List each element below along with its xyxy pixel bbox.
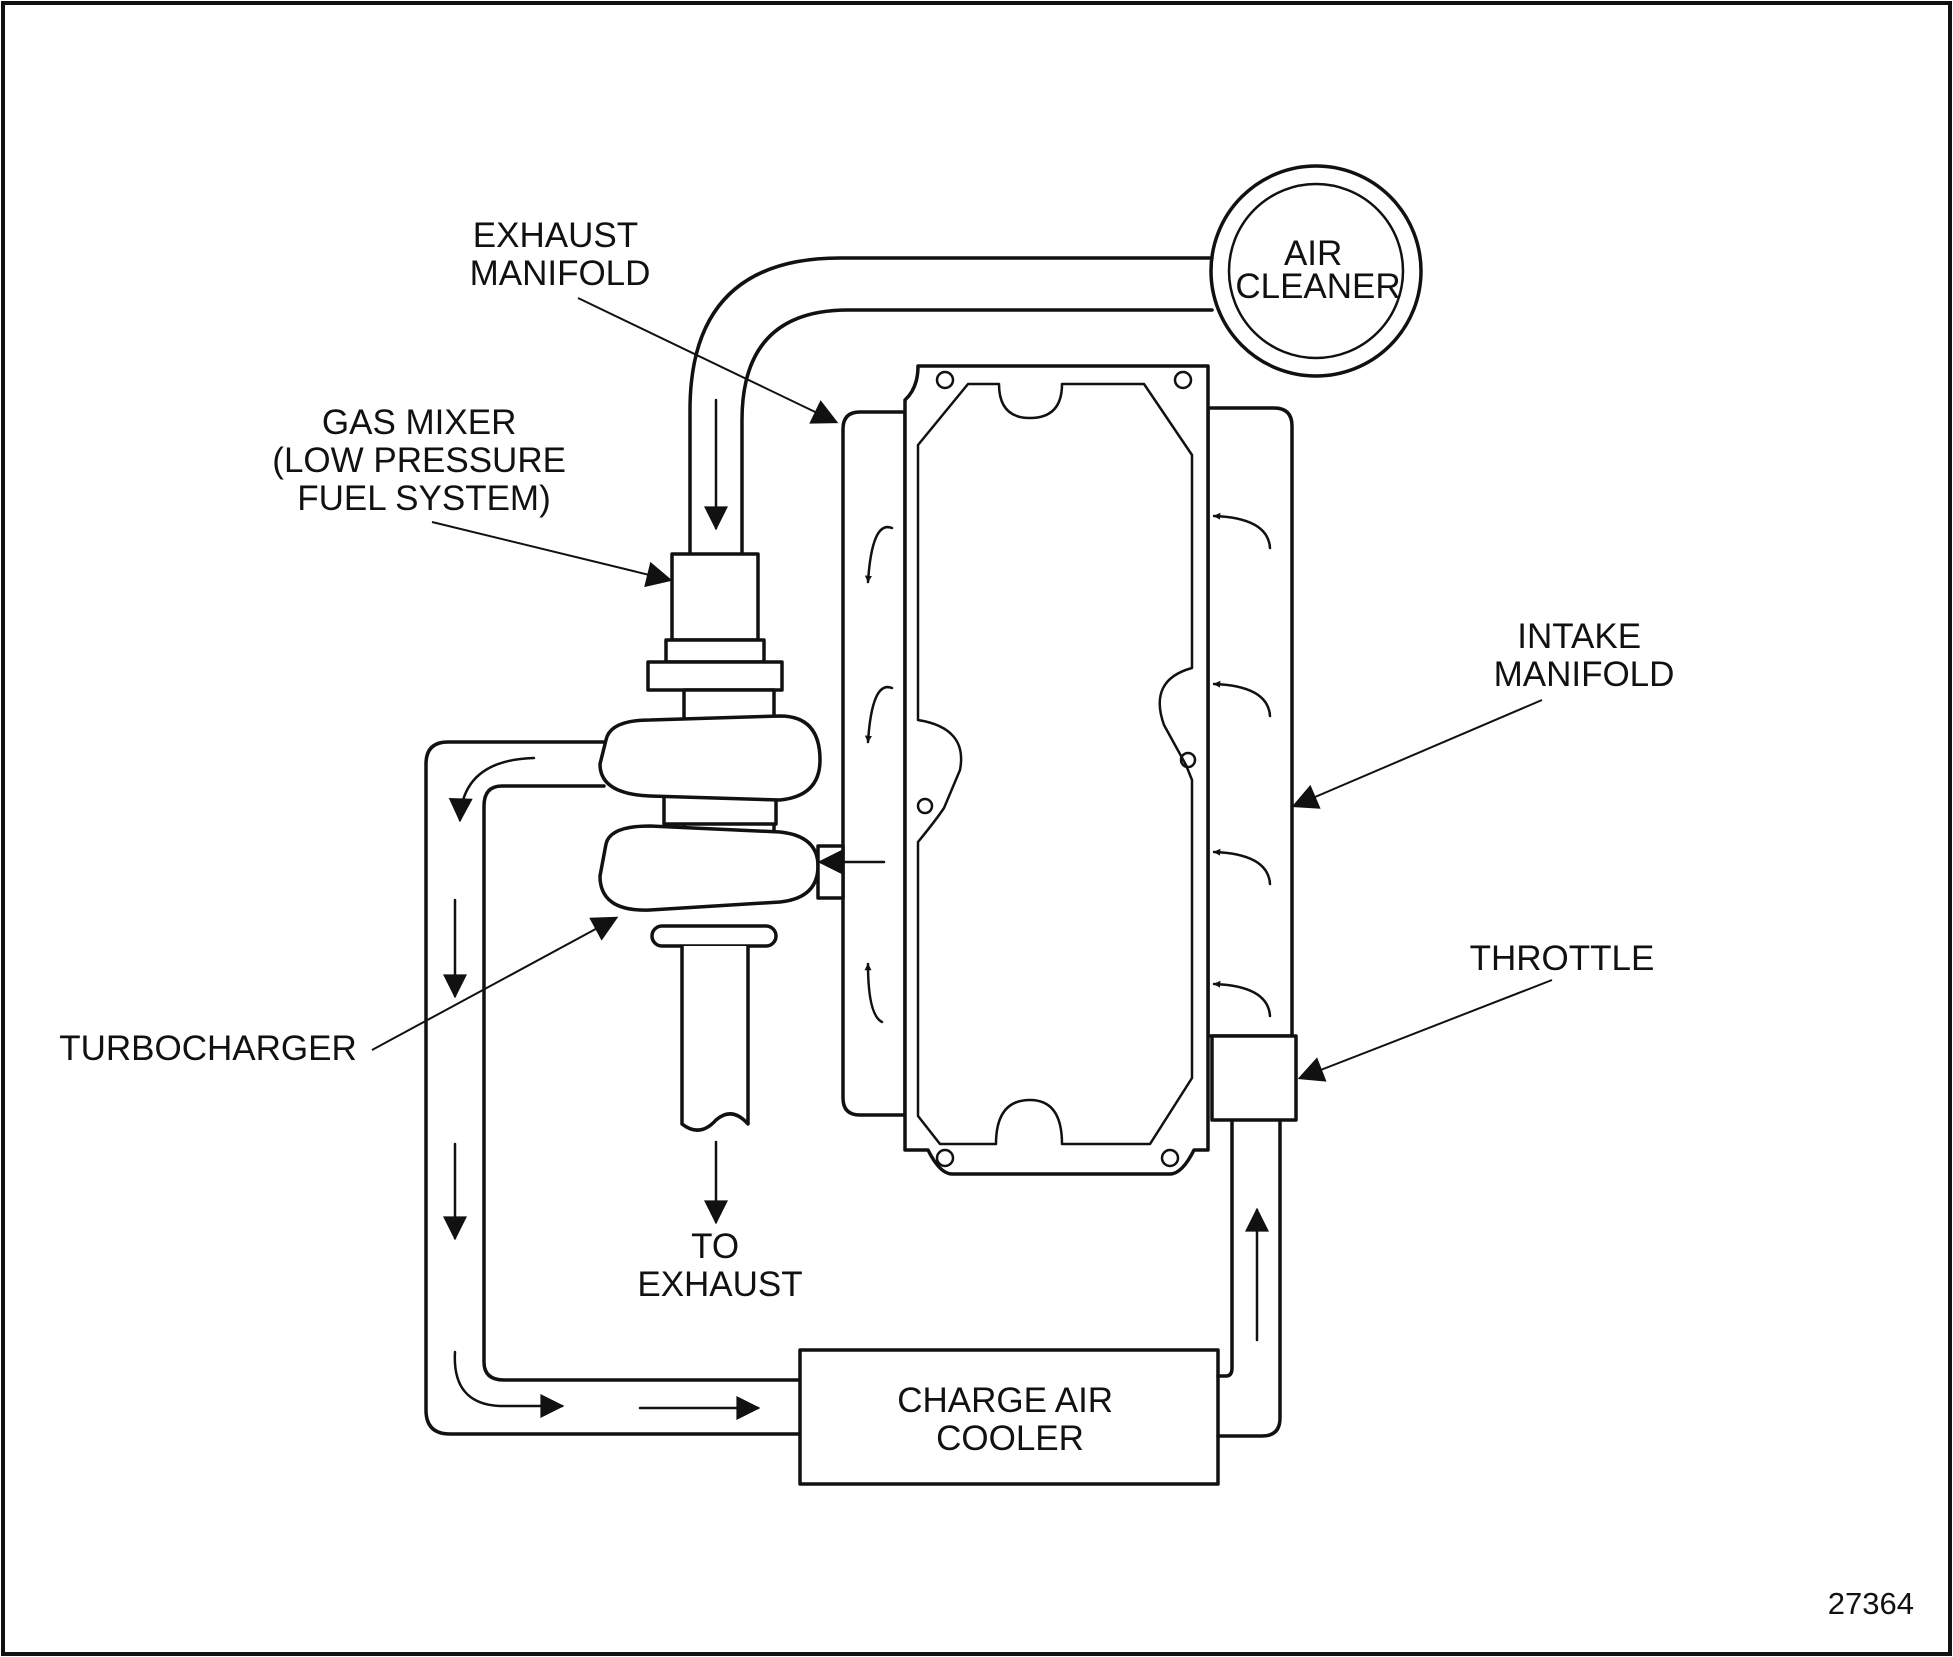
exhaust-flow-arrows [864,525,894,1024]
charge-air-cooler-label: CHARGE AIR COOLER [897,1381,1123,1458]
intake-flow-arrows [1212,512,1272,1018]
air-inlet-duct [688,256,1214,557]
to-exhaust-label: TO EXHAUST [637,1227,802,1304]
turbocharger [598,688,886,1132]
engine-block [903,364,1210,1176]
charge-air-pipe [424,740,802,1436]
air-cleaner-label: AIR CLEANER [1235,234,1400,306]
leader-lines [371,297,1553,1225]
turbocharger-label: TURBOCHARGER [59,1029,357,1068]
gas-mixer [646,552,784,692]
figure-number: 27364 [1828,1586,1914,1621]
throttle-label: THROTTLE [1470,939,1655,978]
exhaust-manifold [841,410,907,1117]
throttle [1210,1034,1298,1122]
air-cleaner [1209,164,1423,378]
exhaust-manifold-label: EXHAUST MANIFOLD [470,216,651,293]
intake-manifold [1206,406,1294,1038]
cooler-to-throttle-pipe [1216,1118,1282,1438]
intake-manifold-label: INTAKE MANIFOLD [1494,617,1675,694]
gas-mixer-label: GAS MIXER (LOW PRESSURE FUEL SYSTEM) [272,403,575,518]
charge-air-cooler [798,1348,1220,1486]
